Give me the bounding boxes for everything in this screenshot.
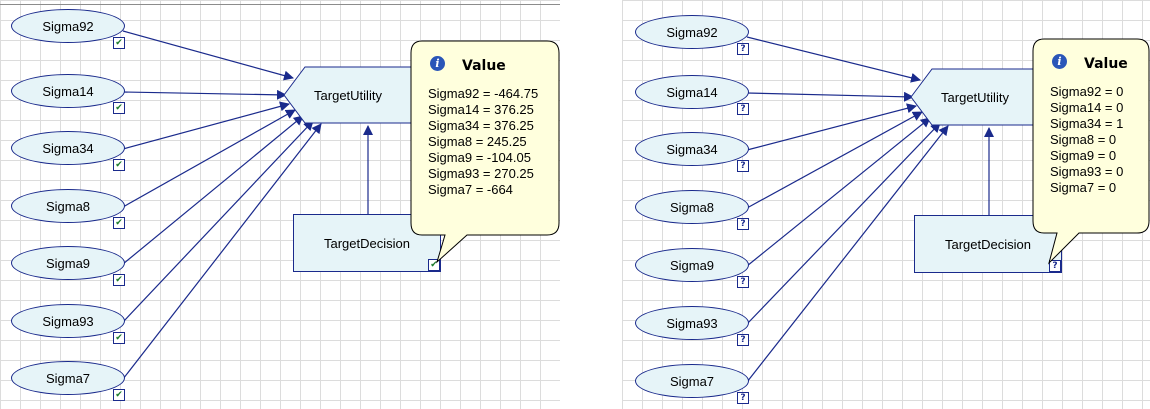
influence-arrow xyxy=(122,89,287,100)
value-line: Sigma7 = 0 xyxy=(1050,180,1117,195)
question-icon[interactable]: ? xyxy=(737,334,749,346)
chance-node[interactable]: Sigma8 xyxy=(11,189,125,223)
callout-bubble xyxy=(410,40,560,264)
question-icon[interactable]: ? xyxy=(737,276,749,288)
question-icon[interactable]: ? xyxy=(737,160,749,172)
influence-arrow xyxy=(122,120,314,323)
chance-node-label: Sigma92 xyxy=(666,24,718,40)
influence-arrow xyxy=(746,117,931,267)
checkmark-icon[interactable]: ✔ xyxy=(113,37,125,49)
checkmark-icon[interactable]: ✔ xyxy=(113,274,125,286)
chance-node[interactable]: Sigma7 xyxy=(11,361,125,395)
influence-arrow xyxy=(122,115,304,265)
question-icon[interactable]: ? xyxy=(737,392,749,404)
chance-node[interactable]: Sigma14 xyxy=(635,75,749,109)
value-line: Sigma14 = 0 xyxy=(1050,100,1124,115)
value-line: Sigma92 = -464.75 xyxy=(428,86,539,101)
value-line: Sigma7 = -664 xyxy=(428,182,513,197)
chance-node[interactable]: Sigma92 xyxy=(635,15,749,49)
chance-node[interactable]: Sigma93 xyxy=(635,306,749,340)
influence-arrow xyxy=(746,36,921,83)
chance-node[interactable]: Sigma14 xyxy=(11,74,125,108)
influence-arrow xyxy=(122,109,296,208)
decision-node-label: TargetDecision xyxy=(324,235,410,251)
value-line: Sigma34 = 1 xyxy=(1050,116,1124,131)
value-line: Sigma9 = 0 xyxy=(1050,148,1117,163)
chance-node-label: Sigma34 xyxy=(666,141,718,157)
chance-node-label: Sigma92 xyxy=(42,18,94,34)
link-arrows xyxy=(122,30,373,380)
value-line: Sigma93 = 0 xyxy=(1050,164,1124,179)
influence-arrow xyxy=(122,101,290,150)
value-line: Sigma92 = 0 xyxy=(1050,84,1124,99)
decision-node-label: TargetDecision xyxy=(945,236,1031,252)
chance-node-label: Sigma9 xyxy=(669,257,715,273)
callout-bubble xyxy=(1032,38,1150,265)
checkmark-icon[interactable]: ✔ xyxy=(113,102,125,114)
influence-arrow xyxy=(746,122,941,325)
callout-title: Value xyxy=(1084,56,1128,72)
value-line: Sigma93 = 270.25 xyxy=(428,166,534,181)
question-icon[interactable]: ? xyxy=(737,43,749,55)
chance-node-label: Sigma34 xyxy=(42,140,94,156)
callout-title: Value xyxy=(462,58,506,74)
chance-node[interactable]: Sigma8 xyxy=(635,190,749,224)
chance-node-label: Sigma8 xyxy=(45,198,91,214)
link-arrows xyxy=(746,36,994,383)
utility-node[interactable]: TargetUtility xyxy=(910,68,1040,126)
value-line: Sigma14 = 376.25 xyxy=(428,102,534,117)
info-icon: i xyxy=(1052,54,1067,69)
chance-node-label: Sigma9 xyxy=(45,255,91,271)
question-icon[interactable]: ? xyxy=(737,103,749,115)
chance-node[interactable]: Sigma7 xyxy=(635,364,749,398)
question-icon[interactable]: ? xyxy=(1049,260,1061,272)
checkmark-icon[interactable]: ✔ xyxy=(113,332,125,344)
chance-node[interactable]: Sigma9 xyxy=(635,248,749,282)
value-line: Sigma34 = 376.25 xyxy=(428,118,534,133)
diagram-panel-left: Sigma92 ✔ Sigma14 ✔ Sigma34 ✔ Sigma8 ✔ Sigma9 ✔ Si… xyxy=(0,0,560,409)
chance-node-label: Sigma93 xyxy=(42,313,94,329)
utility-node-label: TargetUtility xyxy=(941,89,1009,105)
influence-arrow xyxy=(746,125,949,383)
chance-node[interactable]: Sigma9 xyxy=(11,246,125,280)
chance-node[interactable]: Sigma92 xyxy=(11,9,125,43)
influence-arrow xyxy=(122,123,322,380)
chance-node-label: Sigma14 xyxy=(42,83,94,99)
chance-node-label: Sigma7 xyxy=(669,373,715,389)
chance-node-label: Sigma8 xyxy=(669,199,715,215)
chance-node[interactable]: Sigma34 xyxy=(11,131,125,165)
chance-node-label: Sigma93 xyxy=(666,315,718,331)
value-line: Sigma8 = 0 xyxy=(1050,132,1117,147)
chance-node[interactable]: Sigma93 xyxy=(11,304,125,338)
utility-node-label: TargetUtility xyxy=(314,87,382,103)
checkmark-icon[interactable]: ✔ xyxy=(113,389,125,401)
value-line: Sigma9 = -104.05 xyxy=(428,150,531,165)
diagram-panel-right: Sigma92? Sigma14? Sigma34? Sigma8? Sigma9? Si… xyxy=(622,0,1150,409)
influence-arrow xyxy=(746,103,917,151)
influence-arrow xyxy=(122,30,294,81)
checkmark-icon[interactable]: ✔ xyxy=(113,217,125,229)
question-icon[interactable]: ? xyxy=(737,218,749,230)
decision-node[interactable]: TargetDecision xyxy=(293,214,441,272)
checkmark-icon[interactable]: ✔ xyxy=(113,159,125,171)
info-icon: i xyxy=(430,56,445,71)
value-line: Sigma8 = 245.25 xyxy=(428,134,527,149)
top-border-line xyxy=(0,4,560,5)
influence-arrow xyxy=(746,111,923,209)
chance-node[interactable]: Sigma34 xyxy=(635,132,749,166)
utility-node[interactable]: TargetUtility xyxy=(283,66,413,124)
influence-arrow xyxy=(746,91,914,102)
chance-node-label: Sigma14 xyxy=(666,84,718,100)
chance-node-label: Sigma7 xyxy=(45,370,91,386)
